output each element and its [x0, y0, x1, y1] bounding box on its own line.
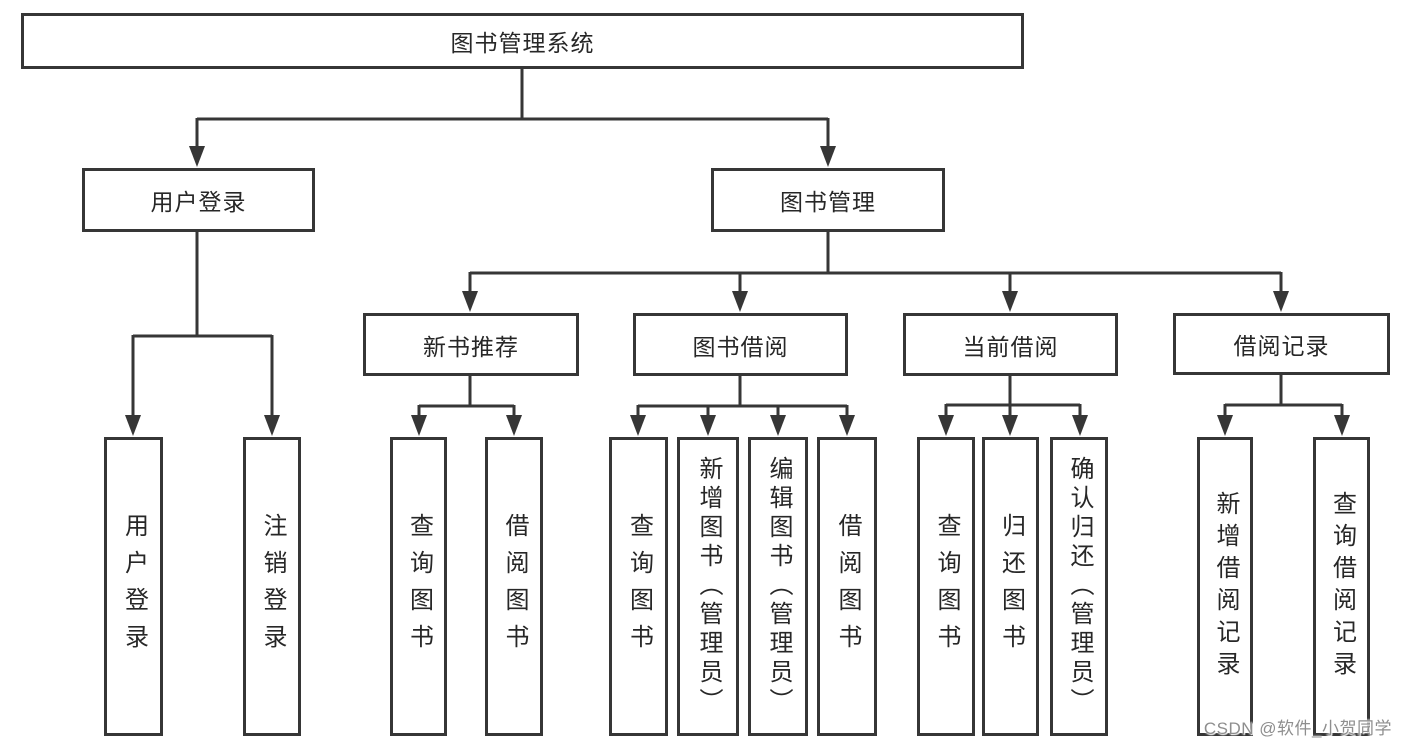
node-label: 确认归还（管理员） — [1066, 456, 1093, 717]
node-leaf-cb-query-books: 查询图书 — [917, 437, 975, 736]
node-label: 借阅图书 — [834, 512, 861, 661]
node-leaf-br-query-record: 查询借阅记录 — [1313, 437, 1370, 736]
node-label: 借阅记录 — [1233, 333, 1330, 359]
node-user-login: 用户登录 — [82, 168, 315, 232]
node-label: 查询借阅记录 — [1328, 490, 1356, 683]
node-leaf-bb-add-books: 新增图书（管理员） — [677, 437, 739, 736]
node-leaf-cb-return-books: 归还图书 — [982, 437, 1039, 736]
node-book-borrow: 图书借阅 — [633, 313, 848, 376]
node-label: 新增借阅记录 — [1212, 490, 1239, 683]
node-label: 注销登录 — [259, 512, 286, 661]
node-label: 图书借阅 — [692, 333, 789, 360]
node-label: 新增图书（管理员） — [695, 456, 722, 717]
connector-root-to-level2 — [189, 69, 836, 167]
connector-book-mgmt-to-level3 — [462, 232, 1289, 312]
node-label: 用户登录 — [150, 189, 247, 215]
node-leaf-bb-edit-books: 编辑图书（管理员） — [748, 437, 808, 736]
node-label: 图书管理系统 — [450, 30, 595, 56]
node-label: 当前借阅 — [962, 333, 1059, 360]
node-label: 查询图书 — [933, 512, 960, 661]
node-label: 图书管理 — [780, 189, 876, 215]
node-leaf-nb-borrow-books: 借阅图书 — [485, 437, 543, 736]
connector-user-login-to-leaves — [125, 232, 280, 436]
node-leaf-br-add-record: 新增借阅记录 — [1197, 437, 1253, 736]
node-borrow-records: 借阅记录 — [1173, 313, 1390, 375]
node-label: 新书推荐 — [423, 333, 519, 360]
node-leaf-bb-query-books: 查询图书 — [609, 437, 668, 736]
csdn-watermark: CSDN @软件_小贺同学 — [1203, 719, 1392, 738]
node-leaf-logout: 注销登录 — [243, 437, 301, 736]
node-label: 用户登录 — [120, 512, 148, 661]
node-book-mgmt: 图书管理 — [711, 168, 945, 232]
node-current-borrow: 当前借阅 — [903, 313, 1118, 376]
connector-new-book-to-leaves — [411, 376, 522, 436]
node-leaf-nb-query-books: 查询图书 — [390, 437, 447, 736]
node-root: 图书管理系统 — [21, 13, 1024, 69]
node-label: 编辑图书（管理员） — [765, 456, 792, 717]
node-label: 查询图书 — [625, 512, 653, 661]
node-label: 借阅图书 — [501, 512, 528, 661]
connector-borrow-records-to-leaves — [1217, 375, 1350, 436]
connector-current-borrow-to-leaves — [938, 376, 1088, 436]
node-new-book-rec: 新书推荐 — [363, 313, 579, 376]
connector-book-borrow-to-leaves — [630, 376, 855, 436]
node-leaf-cb-confirm-return: 确认归还（管理员） — [1050, 437, 1108, 736]
node-label: 查询图书 — [405, 512, 433, 661]
node-leaf-user-login: 用户登录 — [104, 437, 163, 736]
node-leaf-bb-borrow-books: 借阅图书 — [817, 437, 877, 736]
node-label: 归还图书 — [997, 512, 1025, 661]
